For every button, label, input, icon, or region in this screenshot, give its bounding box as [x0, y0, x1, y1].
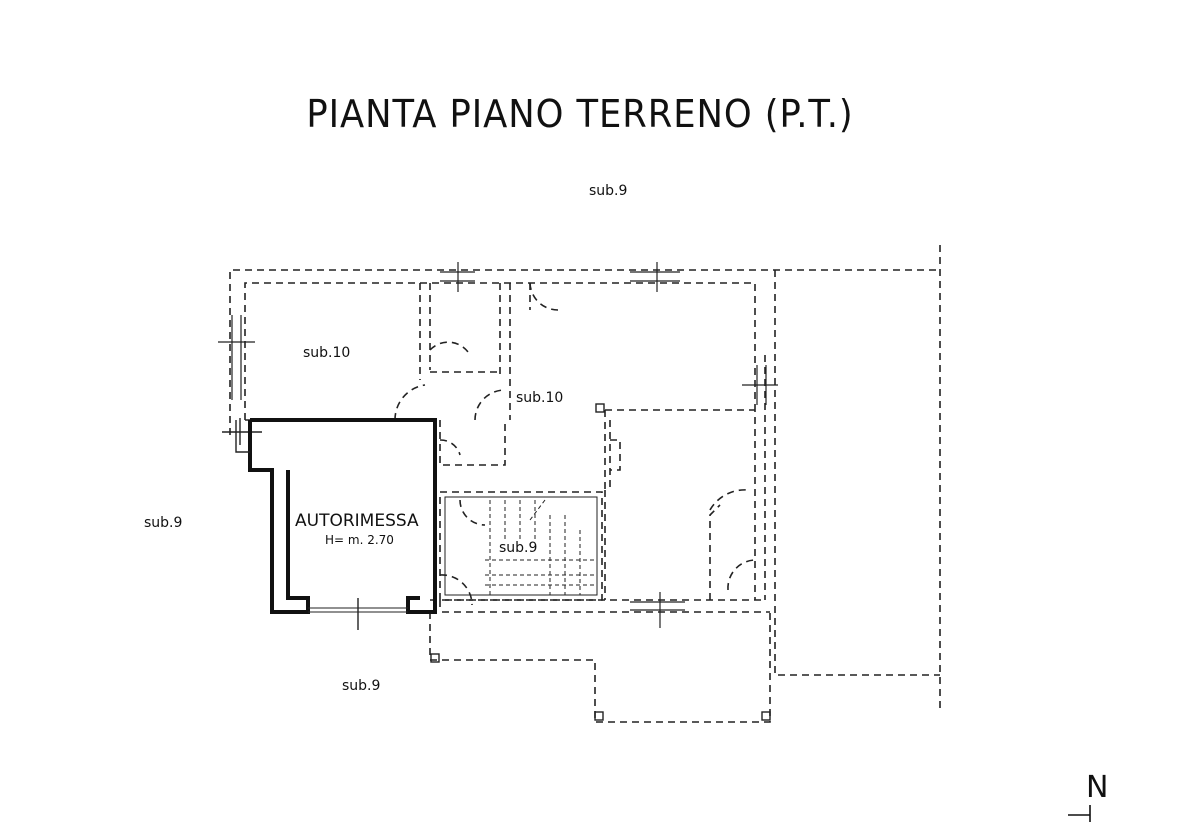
right-rooms-walls — [430, 355, 770, 613]
label-garage-height: H= m. 2.70 — [325, 533, 394, 547]
left-room-walls — [245, 282, 559, 421]
north-label: N — [1086, 770, 1109, 805]
plan-title: PIANTA PIANO TERRENO (P.T.) — [306, 92, 854, 136]
label-sub9-left: sub.9 — [144, 515, 183, 531]
label-sub9-top: sub.9 — [589, 183, 628, 199]
porch-walls — [429, 612, 771, 723]
stair-block — [439, 420, 603, 612]
label-sub9-stairs: sub.9 — [499, 540, 538, 556]
label-sub9-bottom: sub.9 — [342, 678, 381, 694]
window-marks — [218, 262, 778, 628]
garage-outline — [222, 418, 437, 630]
outer-perimeter — [229, 245, 941, 710]
label-sub10-center: sub.10 — [516, 390, 564, 406]
north-arrow-icon — [1068, 805, 1091, 822]
label-autorimessa: AUTORIMESSA — [295, 511, 419, 531]
label-sub10-left: sub.10 — [303, 345, 351, 361]
